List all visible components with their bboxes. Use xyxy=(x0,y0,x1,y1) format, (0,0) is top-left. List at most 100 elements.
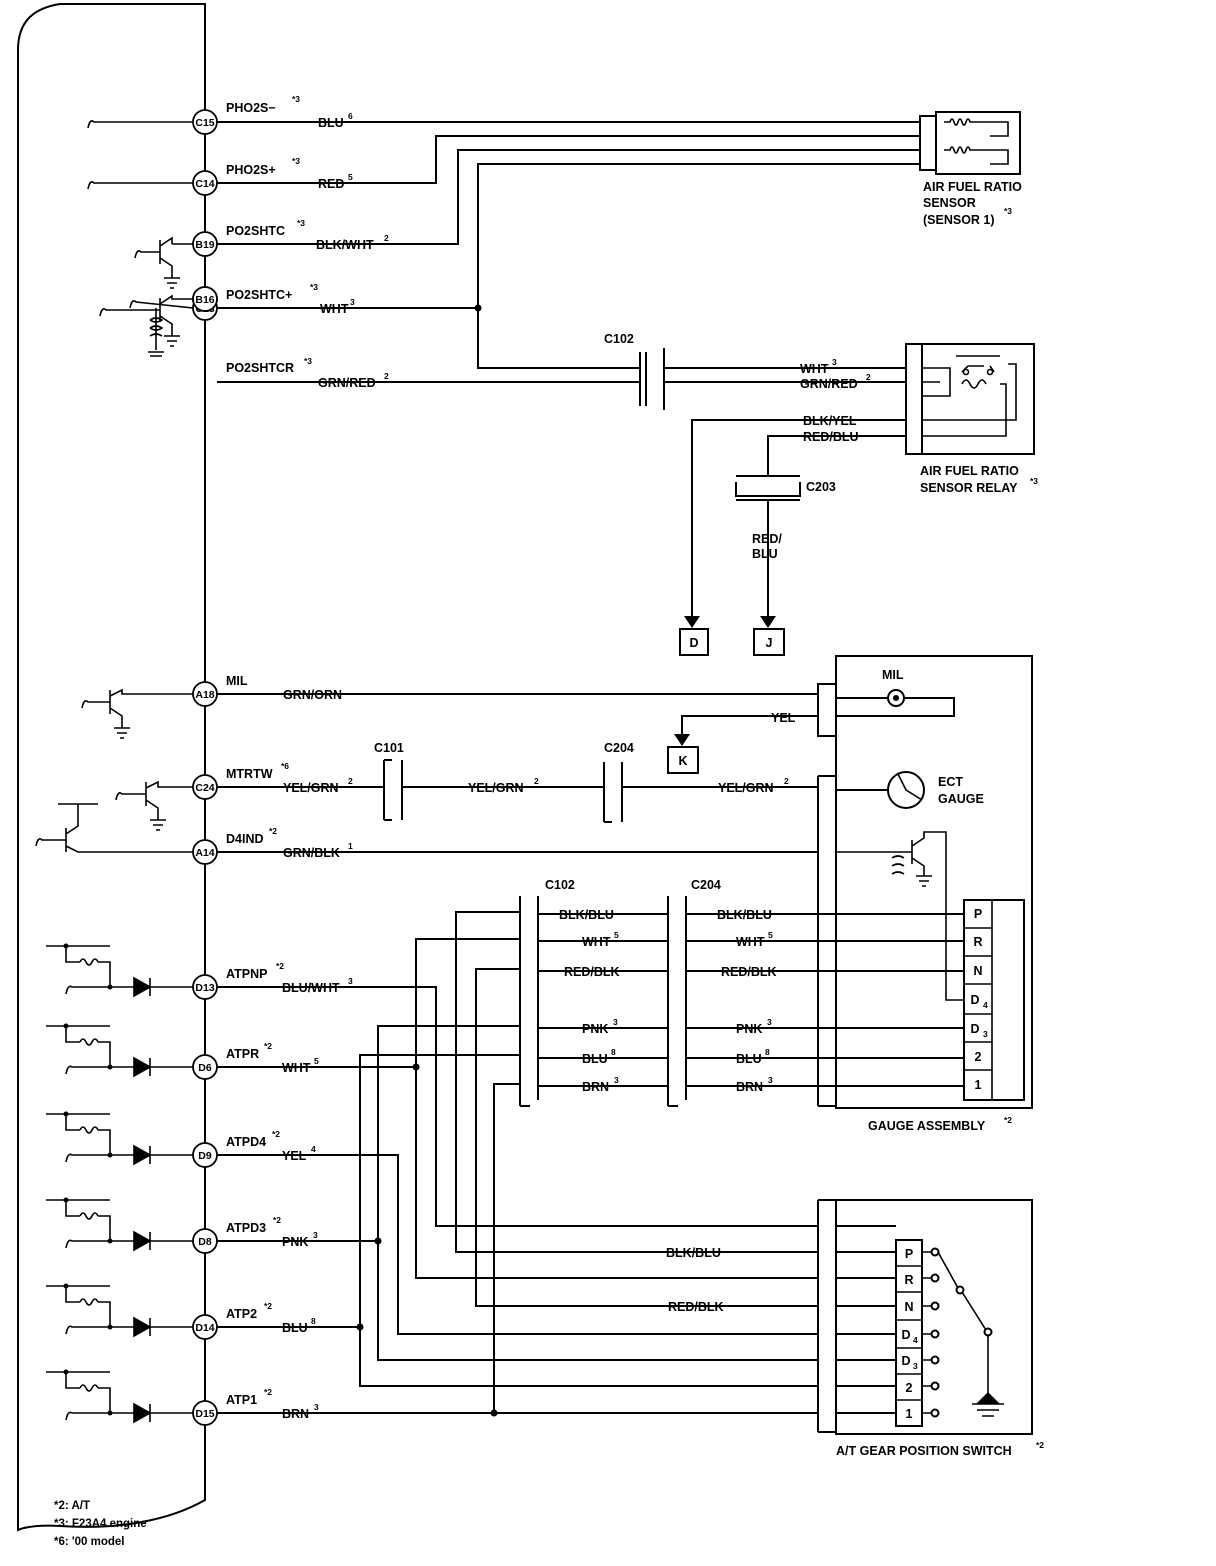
svg-text:GRN/RED: GRN/RED xyxy=(800,377,858,391)
svg-text:RED: RED xyxy=(318,177,344,191)
svg-text:R: R xyxy=(904,1273,913,1287)
svg-text:N: N xyxy=(904,1300,913,1314)
svg-text:BLK/WHT: BLK/WHT xyxy=(316,238,374,252)
svg-text:C101: C101 xyxy=(374,741,404,755)
svg-text:*6: *6 xyxy=(281,761,289,771)
svg-text:RED/: RED/ xyxy=(752,532,782,546)
svg-text:D: D xyxy=(970,993,979,1007)
svg-text:C14: C14 xyxy=(195,178,214,190)
input-circuits xyxy=(46,945,193,1424)
svg-text:BRN: BRN xyxy=(282,1407,309,1421)
svg-text:R: R xyxy=(973,935,982,949)
svg-text:D4IND: D4IND xyxy=(226,832,264,846)
svg-text:D: D xyxy=(901,1354,910,1368)
pin-d9: D9 xyxy=(192,1142,218,1168)
svg-text:RED/BLK: RED/BLK xyxy=(721,965,777,979)
pin-b19: B19 xyxy=(192,231,218,257)
svg-text:BLU/WHT: BLU/WHT xyxy=(282,981,340,995)
svg-text:C102: C102 xyxy=(604,332,634,346)
svg-text:3: 3 xyxy=(768,1075,773,1085)
svg-text:ATPD4: ATPD4 xyxy=(226,1135,266,1149)
svg-text:YEL: YEL xyxy=(771,711,796,725)
svg-text:*2: *2 xyxy=(276,961,284,971)
svg-text:MTRTW: MTRTW xyxy=(226,767,273,781)
svg-text:PO2SHTC: PO2SHTC xyxy=(226,224,285,238)
svg-text:8: 8 xyxy=(311,1316,316,1326)
svg-text:GRN/BLK: GRN/BLK xyxy=(283,846,340,860)
af-sensor-relay: AIR FUEL RATIO SENSOR RELAY *3 xyxy=(905,343,1038,495)
internal-circuits xyxy=(35,120,194,853)
svg-text:*2: *2 xyxy=(1036,1440,1044,1450)
signal-labels: PHO2S−*3 PHO2S+*3 PO2SHTC*3 PO2SHTC+*3 P… xyxy=(226,94,318,1407)
svg-text:D: D xyxy=(689,636,698,650)
svg-text:*3: *3 xyxy=(292,156,300,166)
svg-text:P: P xyxy=(905,1247,913,1261)
svg-text:GRN/ORN: GRN/ORN xyxy=(283,688,342,702)
svg-text:P: P xyxy=(974,907,982,921)
svg-text:YEL/GRN: YEL/GRN xyxy=(468,781,524,795)
svg-text:PHO2S+: PHO2S+ xyxy=(226,163,276,177)
pin-a14: A14 xyxy=(192,839,218,865)
ref-j: J xyxy=(753,628,785,656)
svg-text:*3: *3 xyxy=(310,282,318,292)
svg-text:D9: D9 xyxy=(198,1150,212,1162)
svg-text:ECT: ECT xyxy=(938,775,963,789)
svg-text:YEL: YEL xyxy=(282,1149,307,1163)
svg-text:*2: *2 xyxy=(272,1129,280,1139)
svg-text:A14: A14 xyxy=(195,847,214,859)
svg-text:N: N xyxy=(973,964,982,978)
junction-dots xyxy=(356,1063,498,1417)
svg-text:C24: C24 xyxy=(195,782,214,794)
svg-text:2: 2 xyxy=(348,776,353,786)
svg-text:*2: *2 xyxy=(269,826,277,836)
svg-text:4: 4 xyxy=(913,1335,918,1345)
svg-text:BLK/BLU: BLK/BLU xyxy=(559,908,614,922)
svg-text:*3: *3 xyxy=(1030,476,1038,486)
svg-text:3: 3 xyxy=(832,357,837,367)
svg-text:B16: B16 xyxy=(195,294,214,306)
svg-text:4: 4 xyxy=(311,1144,316,1154)
svg-text:BLU: BLU xyxy=(282,1321,308,1335)
svg-text:D8: D8 xyxy=(198,1236,212,1248)
pin-d8: D8 xyxy=(192,1228,218,1254)
pin-b16-text: B16 xyxy=(192,286,218,312)
svg-text:2: 2 xyxy=(384,371,389,381)
svg-text:1: 1 xyxy=(975,1078,982,1092)
svg-text:*2: *2 xyxy=(264,1041,272,1051)
svg-text:A/T GEAR POSITION SWITCH: A/T GEAR POSITION SWITCH xyxy=(836,1444,1012,1458)
svg-text:3: 3 xyxy=(313,1230,318,1240)
svg-text:3: 3 xyxy=(913,1361,918,1371)
svg-text:D15: D15 xyxy=(195,1408,214,1420)
connector-c204-mid: C204 xyxy=(603,741,634,823)
svg-text:2: 2 xyxy=(866,372,871,382)
svg-text:2: 2 xyxy=(975,1050,982,1064)
svg-text:ATP2: ATP2 xyxy=(226,1307,257,1321)
svg-text:3: 3 xyxy=(350,297,355,307)
svg-text:YEL/GRN: YEL/GRN xyxy=(718,781,774,795)
svg-text:*2: A/T: *2: A/T xyxy=(54,1500,90,1512)
connector-c203: C203 xyxy=(735,475,836,501)
svg-text:*6: '00 model: *6: '00 model xyxy=(54,1536,124,1548)
connector-c101: C101 xyxy=(374,741,404,821)
svg-text:GRN/RED: GRN/RED xyxy=(318,376,376,390)
svg-text:*2: *2 xyxy=(273,1215,281,1225)
pin-d6: D6 xyxy=(192,1054,218,1080)
svg-text:WHT: WHT xyxy=(800,362,829,376)
svg-text:1: 1 xyxy=(906,1407,913,1421)
svg-text:1: 1 xyxy=(348,841,353,851)
pin-c24: C24 xyxy=(192,774,218,800)
svg-text:SENSOR: SENSOR xyxy=(923,196,976,210)
svg-text:2: 2 xyxy=(784,776,789,786)
svg-text:YEL/GRN: YEL/GRN xyxy=(283,781,339,795)
svg-text:ATPD3: ATPD3 xyxy=(226,1221,266,1235)
svg-text:5: 5 xyxy=(314,1056,319,1066)
svg-text:BRN: BRN xyxy=(736,1080,763,1094)
svg-text:AIR FUEL RATIO: AIR FUEL RATIO xyxy=(920,464,1019,478)
